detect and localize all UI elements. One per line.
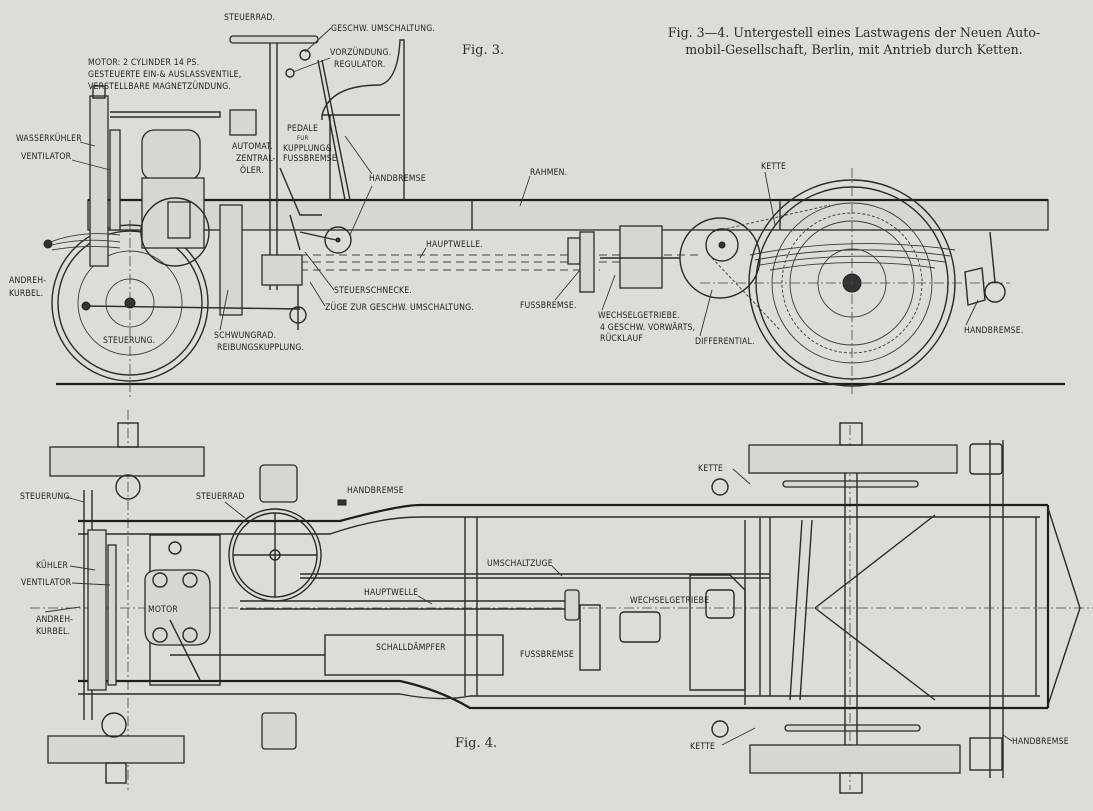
label-wechsel-3: RÜCKLAUF [600,333,643,344]
label-steuerrad: STEUERRAD. [224,13,275,23]
label-steuerrad-top: STEUERRAD [196,492,245,502]
motor-block [144,569,211,646]
label-wechselgetriebe-top: WECHSELGETRIEBE [630,596,709,606]
label-hauptwelle-top: HAUPTWELLE [364,588,418,598]
label-wechsel-2: 4 GESCHW. VORWÄRTS, [600,322,695,333]
label-steuerung-top: STEUERUNG. [20,492,72,502]
label-automat-1: AUTOMAT. [232,142,273,152]
label-andreh-1-top: ANDREH- [36,615,73,625]
label-pedale-2: FUR [297,135,308,142]
front-wheel-right-top [47,735,185,764]
rear-axle-top [711,422,1081,794]
label-geschw-umschaltung: GESCHW. UMSCHALTUNG. [331,24,435,34]
figure-caption: Fig. 3—4. Untergestell eines Lastwagens … [634,24,1074,58]
label-andreh-2-top: KURBEL. [36,627,70,637]
fig-3-label: Fig. 3. [462,43,505,58]
label-automat-2: ZENTRAL- [236,154,276,164]
steering-rod-side [84,305,301,310]
label-motor-3: VERSTELLBARE MAGNETZÜNDUNG. [88,81,231,92]
flywheel-side [219,204,243,316]
front-spring-side [43,233,121,251]
label-umschaltzuge-top: UMSCHALTZUGE [487,559,553,569]
label-ventilator-top: VENTILATOR [21,578,72,588]
gearbox-top [564,520,746,705]
label-andreh-2: KURBEL. [9,289,43,299]
label-zuege: ZÜGE ZUR GESCHW. UMSCHALTUNG. [325,302,474,313]
label-pedale-4: FUSSBREMSE [283,154,337,164]
rear-spring-side [749,243,956,271]
label-pedale-1: PEDALE [287,124,318,134]
label-handbremse-rear-top: HANDBREMSE [1012,737,1069,747]
label-pedale-3: KUPPLUNG& [283,144,332,154]
sprocket-top-right [784,724,921,732]
label-wechsel-1: WECHSELGETRIEBE. [598,311,680,321]
side-view: STEUERRAD. GESCHW. UMSCHALTUNG. VORZÜNDU… [9,13,1065,400]
label-motor-1: MOTOR: 2 CYLINDER 14 PS. [88,58,199,68]
label-steuerschnecke: STEUERSCHNECKE. [334,286,412,296]
pedal-top [261,712,297,750]
label-regulator: REGULATOR. [334,60,385,70]
label-kette-top: KETTE [698,464,723,474]
front-axle-top [47,422,205,784]
label-andreh-1: ANDREH- [9,276,46,286]
top-view-labels: STEUERUNG. STEUERRAD HANDBREMSE KÜHLER V… [20,464,1069,752]
label-kette-bottom: KETTE [690,742,715,752]
label-handbremse-top: HANDBREMSE [347,486,404,496]
label-differential: DIFFERENTIAL. [695,337,755,347]
rear-wheel-left-top [748,444,958,474]
label-ventilator: VENTILATOR [21,152,72,162]
label-motor-2: GESTEUERTE EIN-& AUSLASSVENTILE, [88,70,241,80]
side-view-labels: STEUERRAD. GESCHW. UMSCHALTUNG. VORZÜNDU… [9,13,1024,353]
sprocket-top-left [782,480,919,488]
fig-4-label: Fig. 4. [455,736,498,751]
steering-column-side [229,35,319,330]
label-schwungrad-1: SCHWUNGRAD. [214,331,276,341]
steering-wheel-top [228,464,322,602]
label-fussbremse: FUSSBREMSE. [520,301,577,311]
label-fussbremse-top: FUSSBREMSE [520,650,574,660]
rear-wheel-side [700,168,1010,395]
caption-line-1: Fig. 3—4. Untergestell eines Lastwagens … [667,25,1041,40]
label-motor-top: MOTOR [148,605,178,615]
label-automat-3: ÖLER. [240,165,264,176]
label-kette: KETTE [761,162,786,172]
label-vorzuendung: VORZÜNDUNG. [330,47,391,58]
frame-top [78,440,1050,778]
front-wheel-side [51,220,209,400]
label-hauptwelle: HAUPTWELLE. [426,240,483,250]
rear-wheel-right-top [749,744,961,774]
front-wheel-left-top [49,446,205,477]
seat-side [317,39,405,201]
frame-side [87,198,1049,231]
label-handbremse-rear: HANDBREMSE. [964,326,1024,336]
engine-side [89,85,257,316]
label-rahmen: RAHMEN. [530,168,567,178]
steering-joint [81,301,91,311]
label-steuerung: STEUERUNG. [103,336,155,346]
caption-line-2: mobil-Gesellschaft, Berlin, mit Antrieb … [685,42,1023,57]
label-kuehler-top: KÜHLER [36,560,69,571]
drive-chain-side [705,204,923,354]
main-shaft-side [300,225,700,293]
label-wasserkuehler: WASSERKÜHLER [16,133,82,144]
rear-brake-side [964,231,1006,306]
pedals-side [279,167,352,254]
label-schwungrad-2: REIBUNGSKUPPLUNG. [217,343,304,353]
label-schalldaempfer-top: SCHALLDÄMPFER [376,642,446,653]
label-handbremse: HANDBREMSE [369,174,426,184]
top-view: STEUERUNG. STEUERRAD HANDBREMSE KÜHLER V… [20,410,1093,794]
